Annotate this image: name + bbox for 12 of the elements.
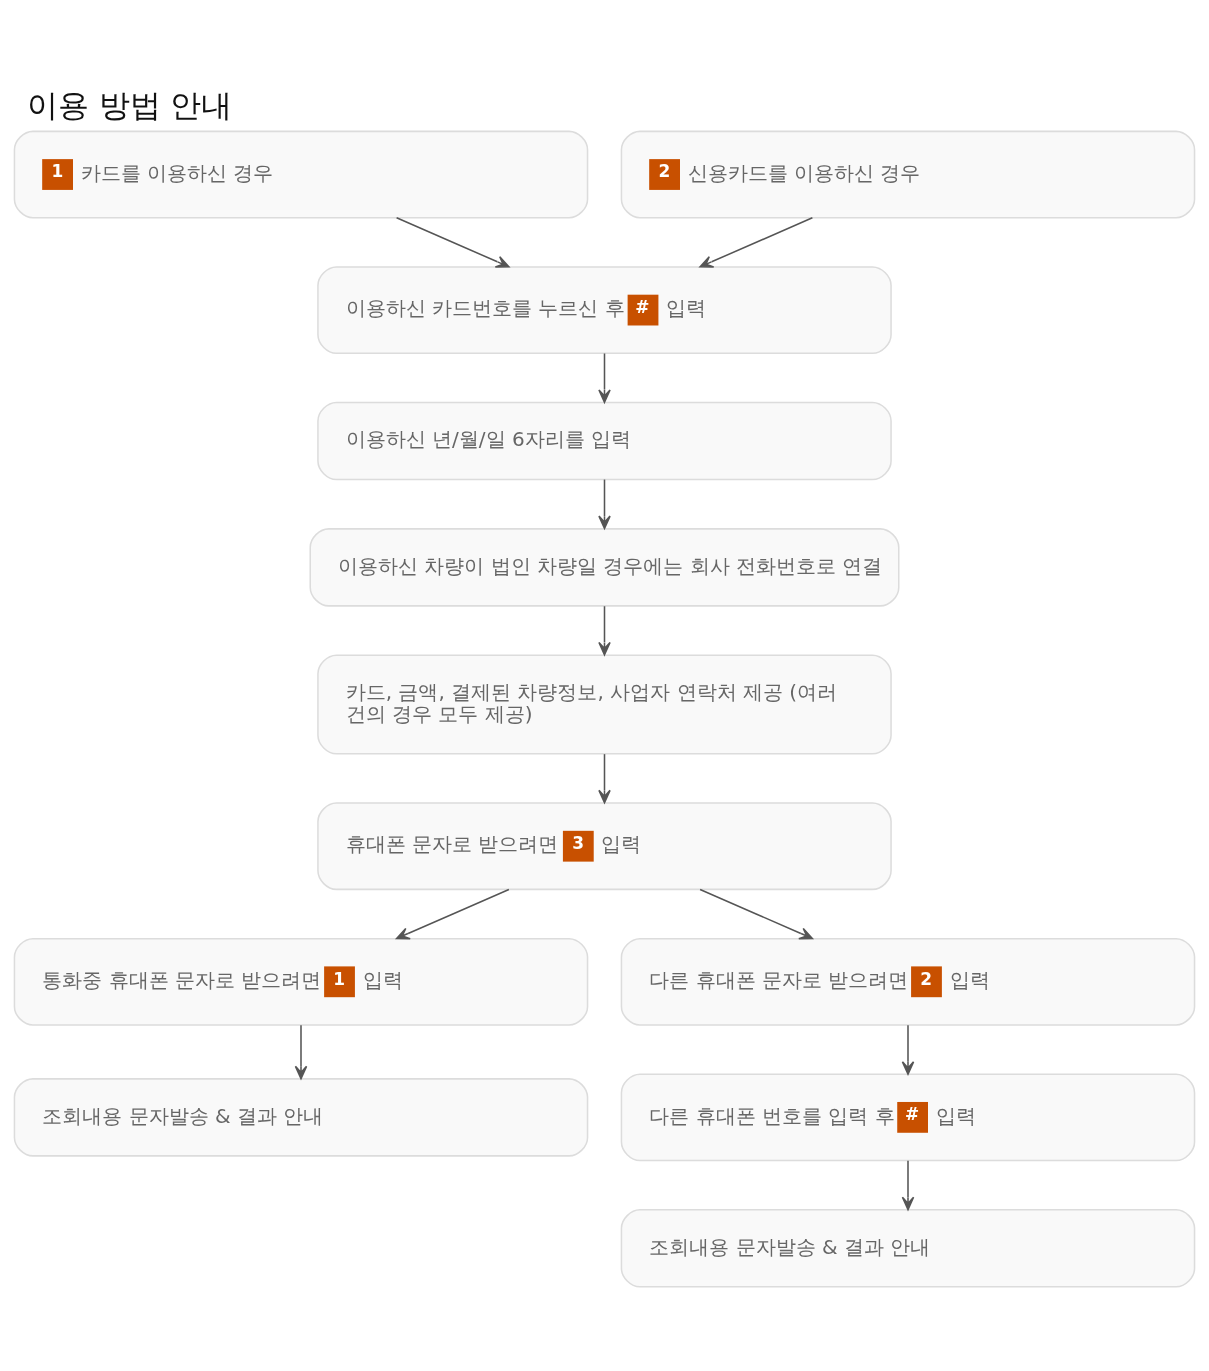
arrow	[598, 352, 611, 403]
arrow	[598, 604, 611, 656]
arrow	[598, 478, 611, 529]
arrow	[294, 1024, 308, 1079]
arrow	[901, 1159, 915, 1210]
diagram-title: 이용 방법 안내	[26, 86, 233, 123]
arrow	[901, 1024, 915, 1075]
arrow	[395, 888, 510, 939]
arrow	[598, 752, 611, 803]
arrow	[699, 888, 814, 939]
arrow	[395, 216, 510, 268]
arrow	[699, 216, 814, 268]
